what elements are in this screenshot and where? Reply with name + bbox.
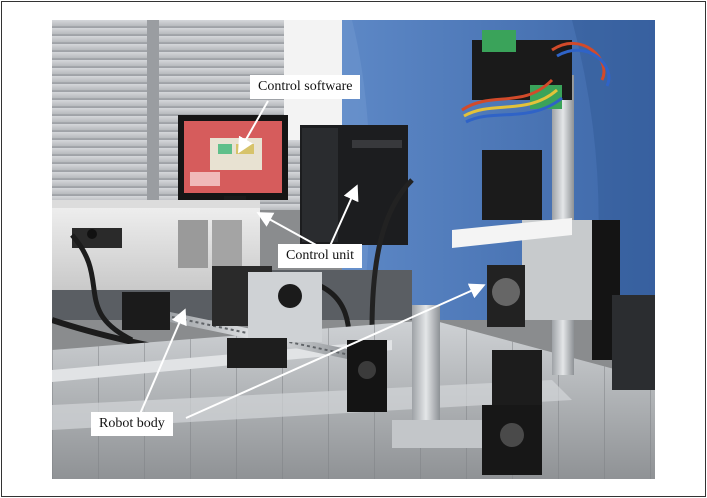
label-control-unit: Control unit [278,244,363,268]
label-robot-body: Robot body [91,412,173,436]
arrow-robot-body-axis [139,308,187,415]
window-frame [147,20,159,210]
linear-axis [122,266,387,412]
arrow-control-software [238,100,269,154]
control-unit-box [52,200,260,290]
arrow-control-unit-to-box [256,212,319,247]
side-equipment [612,295,655,390]
pc-tower [300,125,408,245]
label-control-software: Control software [250,75,361,99]
arrow-robot-body-column [185,283,486,419]
monitor [178,115,288,214]
arrow-control-unit-to-pc [329,184,359,247]
